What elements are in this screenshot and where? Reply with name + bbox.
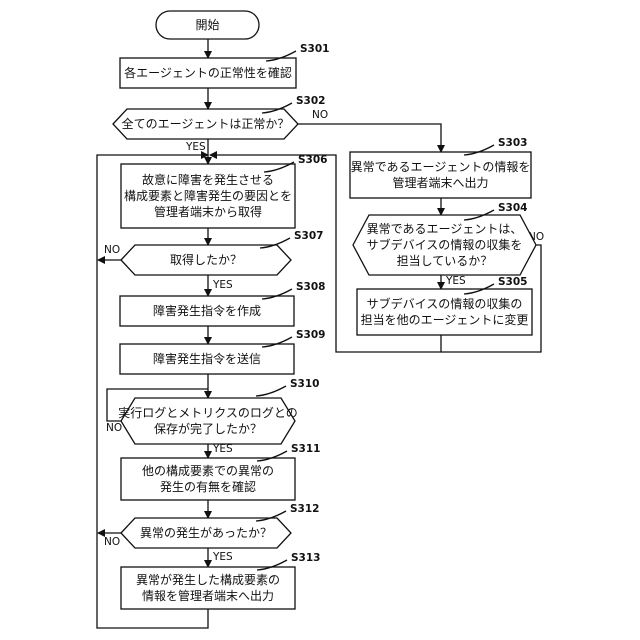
node-s307: 取得したか？ S307 (121, 230, 323, 275)
node-text-line: 管理者端末へ出力 (392, 175, 488, 190)
node-text-line: サブデバイスの情報の収集を (367, 237, 523, 252)
step-label: S311 (291, 443, 320, 455)
node-text-line: 異常の発生があったか？ (140, 525, 272, 540)
edge-label-yes: YES (185, 141, 206, 153)
node-s304: 異常であるエージェントは、サブデバイスの情報の収集を担当しているか？ S304 (353, 202, 536, 275)
node-text-line: 開始 (195, 18, 219, 32)
edge-s307-s308: YES (208, 275, 233, 296)
node-text-line: 取得したか？ (170, 252, 242, 267)
step-label: S301 (300, 43, 329, 55)
node-text-line: サブデバイスの情報の収集の (367, 296, 523, 311)
process-shape (350, 152, 531, 198)
node-text-line: 各エージェントの正常性を確認 (124, 65, 292, 80)
edge-s307-s307: NO (98, 244, 121, 260)
node-text-line: 異常であるエージェントは、 (367, 222, 523, 236)
node-text-line: 障害発生指令を送信 (153, 351, 261, 366)
node-text-line: 異常が発生した構成要素の (136, 572, 280, 587)
edge-label-yes: YES (212, 279, 233, 291)
step-label: S312 (290, 503, 319, 515)
process-shape (357, 289, 532, 335)
edge-s310-s311: YES (208, 443, 233, 458)
step-label: S307 (294, 230, 323, 242)
node-text-line: 構成要素と障害発生の要因とを (124, 188, 292, 203)
step-label: S310 (290, 378, 319, 390)
node-s310: 実行ログとメトリクスのログとの保存が完了したか？ S310 (118, 378, 319, 444)
node-s301: 各エージェントの正常性を確認 S301 (120, 43, 329, 88)
node-text-line: 全てのエージェントは正常か？ (122, 116, 290, 131)
step-leader (256, 386, 286, 396)
edge-label-yes: YES (212, 551, 233, 563)
edge-label-yes: YES (212, 443, 233, 455)
step-label: S308 (296, 281, 325, 293)
node-s309: 障害発生指令を送信 S309 (120, 329, 325, 374)
node-text-line: 担当しているか？ (397, 254, 493, 268)
node-text-line: 故意に障害を発生させる (142, 172, 274, 187)
step-label: S305 (498, 276, 527, 288)
step-label: S304 (498, 202, 527, 214)
decision-shape (121, 398, 295, 444)
edge-label-yes: YES (445, 275, 466, 287)
node-text-line: 保存が完了したか？ (154, 421, 262, 436)
node-text-line: 担当を他のエージェントに変更 (361, 312, 529, 327)
node-text-line: 異常であるエージェントの情報を (351, 160, 531, 174)
edge-label-no: NO (104, 244, 120, 256)
step-label: S303 (498, 137, 527, 149)
node-s312: 異常の発生があったか？ S312 (121, 503, 319, 548)
node-start: 開始 (156, 11, 259, 39)
node-text-line: 他の構成要素での異常の (142, 464, 274, 478)
node-text-line: 情報を管理者端末へ出力 (142, 588, 274, 603)
step-label: S302 (296, 95, 325, 107)
step-label: S309 (296, 329, 325, 341)
edge-s312-s302: NO (98, 533, 121, 548)
node-text-line: 発生の有無を確認 (160, 479, 256, 494)
step-label: S313 (291, 552, 320, 564)
edge-s302-s306: YES (185, 139, 208, 164)
edge-s312-s313: YES (208, 548, 233, 567)
node-text-line: 障害発生指令を作成 (153, 303, 261, 318)
edge-label-no: NO (104, 536, 120, 548)
edge-s304-s305: YES (441, 275, 466, 289)
node-s302: 全てのエージェントは正常か？ S302 (113, 95, 325, 139)
node-s306: 故意に障害を発生させる構成要素と障害発生の要因とを管理者端末から取得 S306 (121, 154, 327, 228)
node-text-line: 実行ログとメトリクスのログとの (118, 405, 298, 420)
edge-label-no: NO (312, 109, 328, 121)
connector (298, 124, 441, 152)
step-label: S306 (298, 154, 327, 166)
node-s305: サブデバイスの情報の収集の担当を他のエージェントに変更 S305 (357, 276, 532, 335)
nodes-layer: 開始各エージェントの正常性を確認 S301 全てのエージェントは正常か？ S302 故意… (113, 11, 536, 609)
edge-label-no: NO (106, 422, 122, 434)
node-text-line: 管理者端末から取得 (154, 204, 262, 219)
edge-s302-s303: NO (298, 109, 441, 152)
